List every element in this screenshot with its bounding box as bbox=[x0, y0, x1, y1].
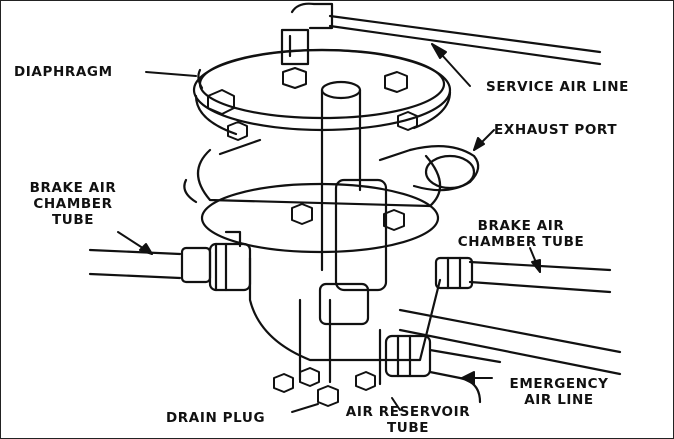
diaphragm-bolts bbox=[207, 67, 418, 231]
exhaust-port-fitting bbox=[378, 145, 480, 192]
label-drain-plug: DRAIN PLUG bbox=[166, 410, 266, 426]
leader-lines bbox=[117, 43, 541, 413]
label-line: CHAMBER bbox=[33, 196, 113, 212]
label-diaphragm: DIAPHRAGM bbox=[14, 64, 113, 80]
left-brake-air-chamber-tube bbox=[88, 230, 252, 292]
right-brake-air-chamber-tube bbox=[434, 256, 612, 294]
label-line: BRAKE AIR bbox=[477, 218, 565, 234]
label-line: TUBE bbox=[51, 212, 95, 228]
label-line: AIR RESERVOIR bbox=[345, 404, 471, 420]
label-air-reservoir-tube: AIR RESERVOIR TUBE bbox=[338, 404, 478, 436]
valve-body bbox=[183, 138, 442, 292]
label-line: BRAKE AIR bbox=[29, 180, 117, 196]
label-line: CHAMBER TUBE bbox=[457, 234, 585, 250]
label-service-air-line: SERVICE AIR LINE bbox=[486, 79, 629, 95]
label-line: TUBE bbox=[386, 420, 430, 436]
central-tube bbox=[320, 80, 362, 272]
label-brake-air-chamber-tube-left: BRAKE AIR CHAMBER TUBE bbox=[8, 180, 138, 228]
drain-plug bbox=[273, 367, 376, 407]
lower-body bbox=[248, 256, 442, 386]
service-air-line-pipe bbox=[280, 2, 602, 66]
label-line: EMERGENCY bbox=[509, 376, 609, 392]
label-line: AIR LINE bbox=[524, 392, 594, 408]
label-emergency-air-line: EMERGENCY AIR LINE bbox=[494, 376, 624, 408]
label-exhaust-port: EXHAUST PORT bbox=[494, 122, 618, 138]
label-brake-air-chamber-tube-right: BRAKE AIR CHAMBER TUBE bbox=[446, 218, 596, 250]
